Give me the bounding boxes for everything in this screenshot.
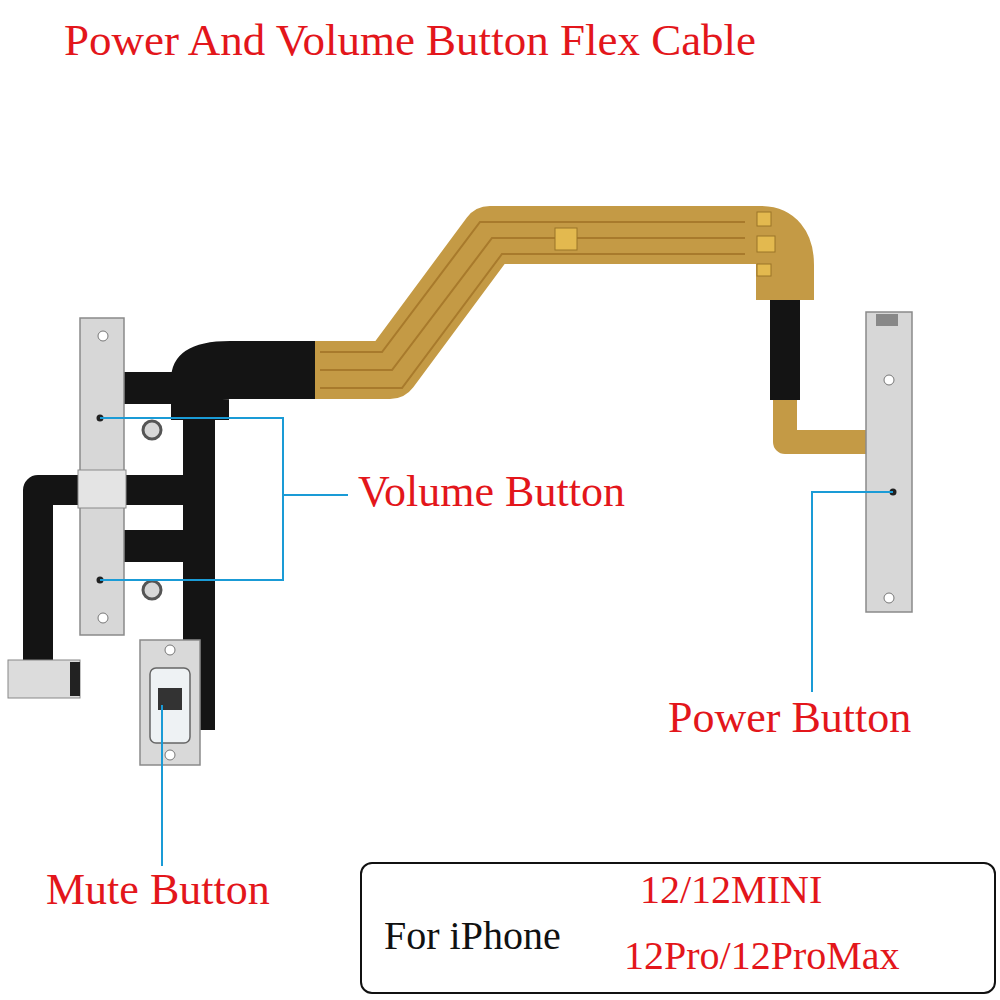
flex-band <box>785 400 870 442</box>
part-label: Mute Button <box>46 866 270 914</box>
mute-switch <box>150 668 190 743</box>
screw-hole <box>884 375 894 385</box>
trace-lines <box>320 222 745 388</box>
part-label: Power Button <box>668 694 911 742</box>
button-pad <box>143 421 161 439</box>
connector-tip <box>70 662 80 696</box>
power-bracket <box>876 314 898 326</box>
leader-line <box>100 418 348 580</box>
mute-bracket <box>140 640 200 765</box>
flex-band <box>315 235 785 370</box>
screw-hole <box>98 331 108 341</box>
box-heading: For iPhone <box>384 914 561 958</box>
model-name: 12/12MINI <box>640 868 822 912</box>
button-pad <box>143 581 161 599</box>
leader-line <box>812 492 893 692</box>
contact-pad <box>555 228 577 250</box>
screw-hole <box>165 645 175 655</box>
model-name: 12Pro/12ProMax <box>624 934 900 978</box>
screw-hole <box>884 593 894 603</box>
leader-line <box>161 705 163 866</box>
contact-pad <box>757 236 775 252</box>
title: Power And Volume Button Flex Cable <box>64 16 756 66</box>
flex-band <box>200 370 320 420</box>
connector-tip <box>8 660 80 698</box>
screw-hole <box>98 613 108 623</box>
screw-hole <box>165 750 175 760</box>
flex-band <box>770 300 800 400</box>
flex-stub <box>118 530 188 562</box>
power-bracket <box>866 312 912 612</box>
contact-pad <box>757 212 771 226</box>
volume-bracket <box>78 470 126 508</box>
model-box: For iPhone 12/12MINI 12Pro/12ProMax <box>360 862 996 994</box>
part-label: Volume Button <box>358 468 625 516</box>
contact-pad <box>757 264 771 276</box>
